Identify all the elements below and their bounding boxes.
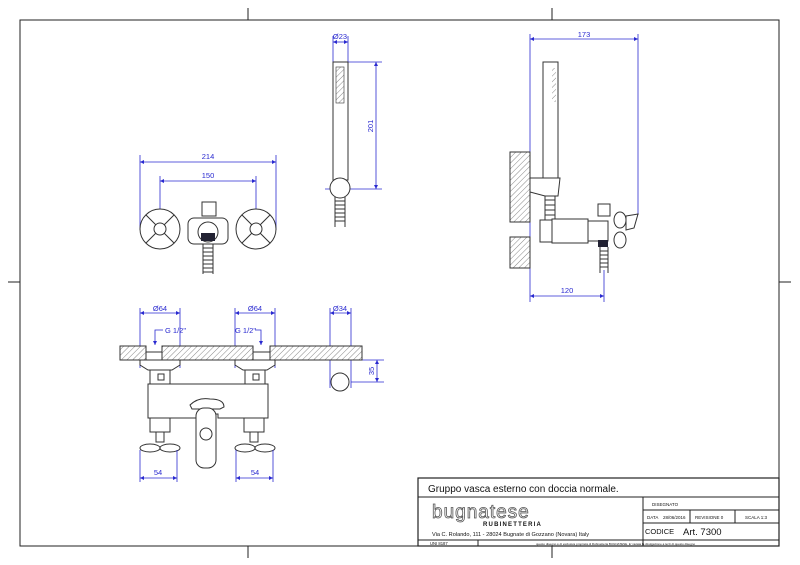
title-block: Gruppo vasca esterno con doccia normale.…	[417, 477, 780, 547]
dim-flange-left: Ø64	[153, 304, 167, 313]
plan-view: Ø64 Ø64 G 1/2" G 1/2" Ø34 35	[119, 304, 384, 482]
scala: SCALA 1:3	[745, 515, 768, 520]
dim-shower-diameter: Ø23	[333, 32, 347, 41]
company-address: Via C. Rolando, 111 - 28024 Bugnate di G…	[432, 532, 589, 538]
dim-front-width: 214	[202, 152, 215, 161]
drawing-title: Gruppo vasca esterno con doccia normale.	[428, 484, 619, 495]
dim-side-depth: 173	[578, 30, 591, 39]
dim-holder-diameter: Ø34	[333, 304, 347, 313]
dim-shower-length: 201	[366, 120, 375, 133]
standard-label: UNI 8187	[430, 541, 448, 546]
dim-holder-offset: 35	[367, 367, 376, 375]
dim-thread-right: G 1/2"	[235, 326, 256, 335]
dim-handle-left: 54	[154, 468, 162, 477]
data-label: DATA	[647, 515, 658, 520]
dim-thread-left: G 1/2"	[165, 326, 186, 335]
front-view: 214 150	[139, 152, 277, 274]
codice-value: Art. 7300	[683, 527, 722, 538]
revisione: REVISIONE 0	[695, 515, 724, 520]
hand-shower-view: Ø23 201	[325, 32, 382, 227]
dim-front-centers: 150	[202, 171, 215, 180]
dim-side-outlet: 120	[561, 286, 574, 295]
dim-flange-right: Ø64	[248, 304, 262, 313]
drawing-frame	[8, 8, 791, 558]
codice-label: CODICE	[645, 527, 674, 536]
copyright-notice: questo disegno è di esclusiva proprietà …	[536, 542, 695, 546]
disegnato-label: DISEGNATO	[652, 502, 679, 507]
dim-handle-right: 54	[251, 468, 259, 477]
side-view: 173 120	[509, 30, 639, 302]
data-value: 28/06/2016	[663, 515, 686, 520]
brand-logo: bugnatese	[432, 502, 530, 523]
brand-subtitle: RUBINETTERIA	[483, 522, 542, 528]
